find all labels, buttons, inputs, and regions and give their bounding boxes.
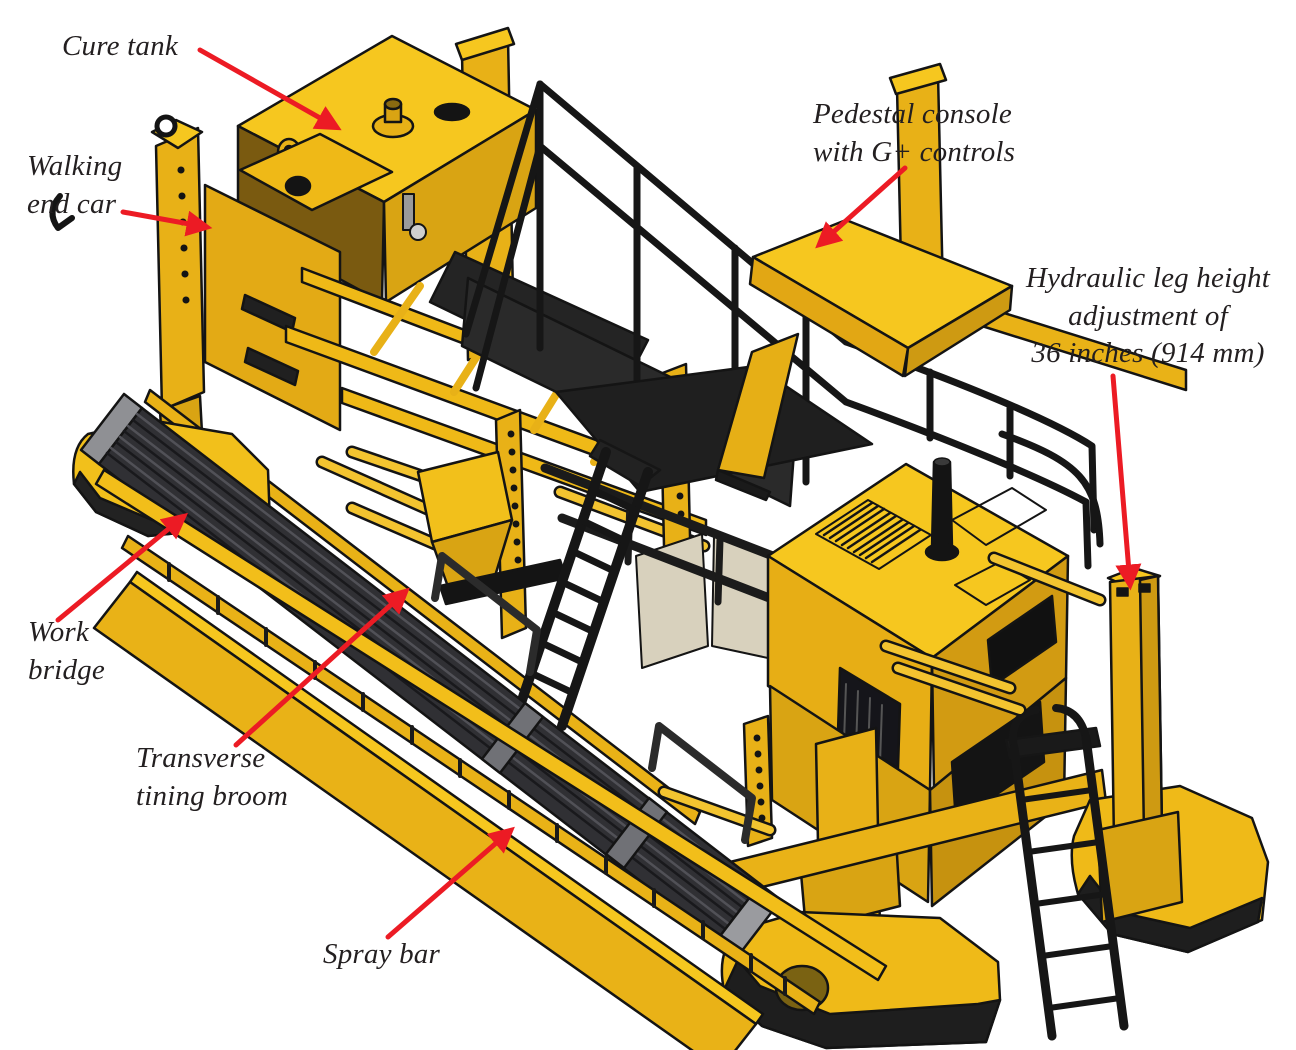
arrow-spray-bar [385,826,515,940]
label-line: end car [27,187,117,220]
label-line: with G+ controls [813,135,1016,168]
label-spray-bar: Spray bar [323,936,440,974]
engine-vent-grille [822,501,922,564]
label-cure-tank: Cure tank [62,28,178,66]
arrow-pedestal-console [815,165,908,249]
label-line: Walking [27,150,123,182]
arrow-cure-tank [197,47,342,131]
exhaust-stack [930,460,954,550]
arrow-work-bridge [55,512,189,623]
label-line: bridge [28,653,105,686]
label-line: Transverse [136,742,266,774]
label-walking-end-car: Walking end car [27,148,122,223]
tank-filter [402,193,415,231]
label-line: Work [28,616,89,648]
crawler-track-center [720,910,1002,1050]
hydraulic-leg-right [1096,566,1184,924]
access-ladder [1004,704,1129,1041]
arrow-walking-end-car [120,209,213,237]
handrail [462,80,1104,570]
label-line: Pedestal console [813,98,1012,130]
label-line: Cure tank [62,30,178,62]
label-work-bridge: Work bridge [28,614,105,689]
arrow-tining-broom [233,587,410,748]
label-line: adjustment of [1068,299,1228,332]
label-hydraulic-leg: Hydraulic leg height adjustment of 36 in… [1000,260,1296,373]
label-line: Hydraulic leg height [1025,262,1270,294]
label-line: 36 inches (914 mm) [1031,337,1265,370]
broom-handles [431,552,756,844]
callout-arrows [55,47,1142,940]
work-bridge-plank [92,570,765,1050]
spray-frame-arms [657,551,1107,837]
label-tining-broom: Transverse tining broom [136,740,288,815]
label-line: tining broom [136,779,288,812]
tank-vent-port [433,102,471,122]
pedestal-console [714,218,1014,502]
spray-bar [94,468,888,1016]
arrow-hydraulic-leg [1110,373,1142,591]
label-pedestal-console: Pedestal console with G+ controls [813,96,1015,171]
label-line: Spray bar [323,938,440,970]
